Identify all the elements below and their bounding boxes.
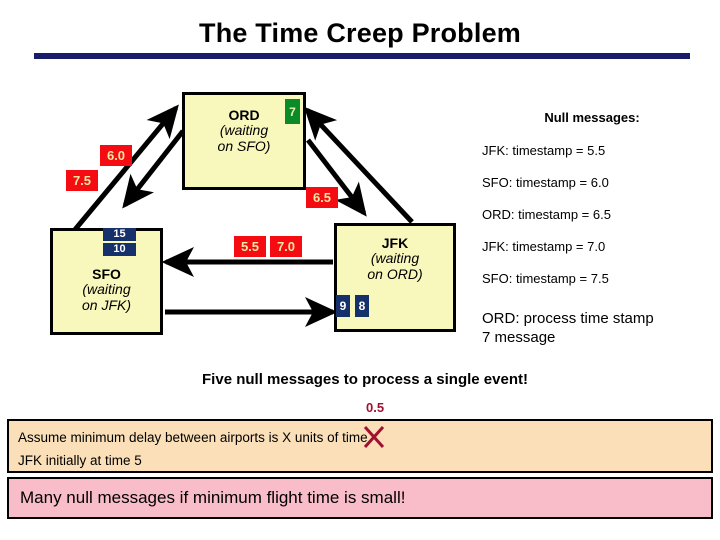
title-divider [34,53,690,59]
null-message-line-4: JFK: timestamp = 7.0 [482,239,606,254]
null-messages-heading: Null messages: [544,110,640,125]
node-jfk-name: JFK [381,235,409,251]
message-badge-7: 7 [285,99,300,124]
node-ord-name: ORD [228,107,260,123]
null-message-line-2: SFO: timestamp = 6.0 [482,175,609,190]
node-sfo-state-line1: (waiting [82,281,131,297]
node-jfk[interactable]: JFK (waiting on ORD) [334,223,456,332]
null-message-line-1: JFK: timestamp = 5.5 [482,143,606,158]
conclusion-text: Many null messages if minimum flight tim… [20,488,406,507]
node-sfo-name: SFO [92,266,121,282]
conclusion-box: Many null messages if minimum flight tim… [7,477,713,519]
strikethrough-x-icon [363,425,385,449]
assumption-line-1: Assume minimum delay between airports is… [18,430,368,445]
node-jfk-state-line2: on ORD) [367,265,423,282]
node-sfo-state-line2: on JFK) [81,296,131,313]
page-title: The Time Creep Problem [199,18,521,48]
assumption-line-2: JFK initially at time 5 [18,453,142,468]
null-messages-panel: Null messages: JFK: timestamp = 5.5 SFO:… [482,110,712,365]
message-badge-6-0: 6.0 [100,145,132,166]
arrow-ord-to-sfo [122,129,185,209]
message-badge-7-5: 7.5 [66,170,98,191]
message-badge-7-0: 7.0 [270,236,302,257]
null-message-line-5: SFO: timestamp = 7.5 [482,271,609,286]
assumptions-box: Assume minimum delay between airports is… [7,419,713,473]
node-ord-state-line1: (waiting [219,122,269,138]
null-message-line-3: ORD: timestamp = 6.5 [482,207,611,222]
message-badge-8: 8 [355,295,369,317]
node-ord-state-line2: on SFO) [217,137,271,154]
null-messages-final-note: ORD: process time stamp 7 message [482,310,654,346]
five-null-messages-callout: Five null messages to process a single e… [202,371,528,388]
annotation-delay-value: 0.5 [366,400,385,415]
message-badge-5-5: 5.5 [234,236,266,257]
message-badge-6-5: 6.5 [306,187,338,208]
message-badge-15: 15 [103,228,136,241]
message-badge-10: 10 [103,243,136,256]
node-jfk-state-line1: (waiting [370,250,420,266]
message-badge-9: 9 [336,295,350,317]
